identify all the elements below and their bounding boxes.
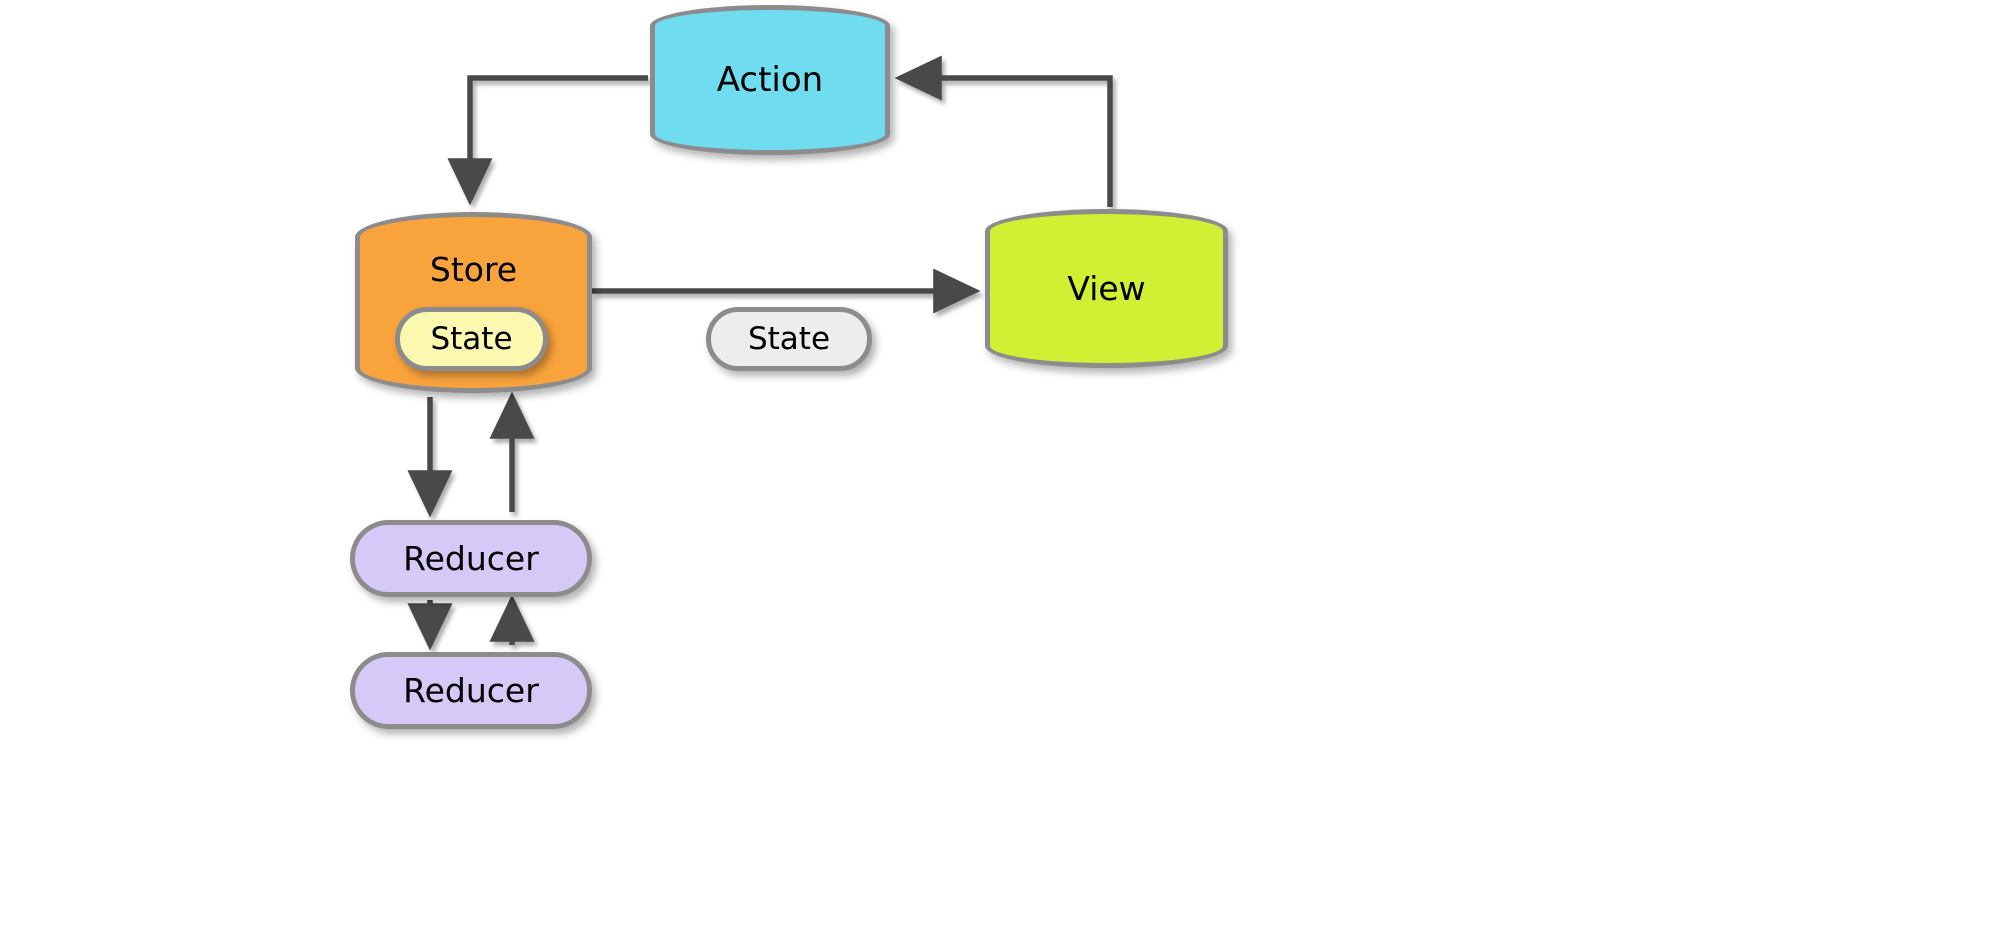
node-reducer-2-label: Reducer — [403, 671, 539, 710]
node-store-state[interactable]: State — [395, 307, 548, 371]
node-view[interactable]: View — [985, 209, 1228, 368]
node-state-message[interactable]: State — [706, 307, 872, 371]
node-view-label: View — [1067, 269, 1146, 308]
node-state-message-label: State — [747, 320, 831, 357]
node-action-label: Action — [716, 60, 824, 100]
node-reducer-1-label: Reducer — [403, 539, 539, 578]
node-store-state-label: State — [430, 320, 513, 357]
node-action[interactable]: Action — [650, 5, 890, 155]
node-reducer-2[interactable]: Reducer — [350, 652, 592, 729]
edge-action-to-store — [447, 75, 648, 206]
edge-view-to-action — [894, 55, 1113, 207]
node-reducer-1[interactable]: Reducer — [350, 520, 592, 597]
node-store-label: Store — [429, 250, 518, 289]
